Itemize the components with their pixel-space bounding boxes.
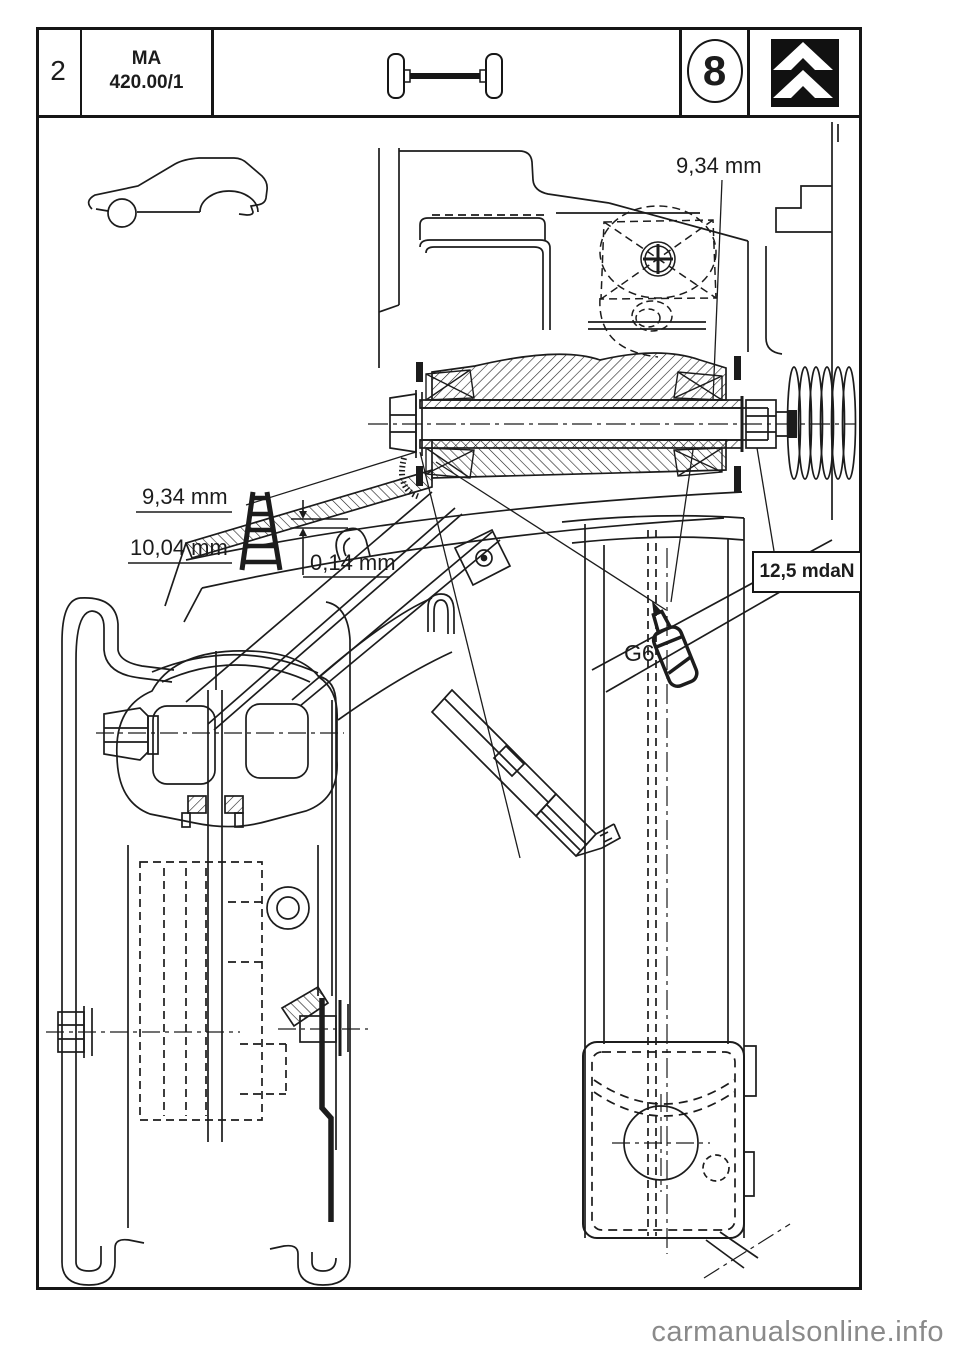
- header-divider-4: [747, 27, 750, 118]
- label-shim-value-1: 9,34 mm: [142, 484, 228, 509]
- page-number-text: 2: [50, 55, 66, 86]
- figure-number-text: 8: [702, 47, 727, 94]
- axle-icon: [380, 50, 510, 102]
- label-top-clearance: 9,34 mm: [676, 153, 762, 178]
- anchor-target-symbol: [599, 205, 717, 358]
- manual-code-text: MA: [131, 48, 162, 70]
- shock-arm-lower: [561, 514, 833, 1279]
- leader-lines: [245, 179, 775, 859]
- torque-value-box: 12,5 mdaN: [752, 551, 862, 593]
- label-grease-code: G6: [624, 640, 655, 666]
- figure-number-circle: 8: [686, 39, 743, 103]
- document-code: MA 420.00/1: [82, 27, 211, 115]
- figure-number-badge: 8: [682, 27, 747, 115]
- shim-ladder-icon: [239, 491, 283, 571]
- label-shim-value-2: 10,04 mm: [130, 535, 228, 560]
- page-frame: [36, 27, 862, 1290]
- header-divider-2: [211, 27, 214, 118]
- car-silhouette: [87, 157, 268, 228]
- torque-value-text: 12,5 mdaN: [759, 561, 855, 582]
- subframe-section: [378, 122, 839, 520]
- brake-disc: [207, 690, 223, 1142]
- trailing-arm: [185, 491, 622, 858]
- wheel-hub-brake-section: [46, 597, 368, 1286]
- pivot-nut: [745, 399, 777, 449]
- header-divider-3: [679, 27, 682, 118]
- citroen-logo: [771, 39, 839, 107]
- operation-number-text: 420.00/1: [109, 72, 184, 93]
- header-bottom-rule: [36, 115, 862, 118]
- spring-gaiter: [786, 366, 857, 480]
- double-chevron-icon: [773, 42, 833, 98]
- grease-tube-icon: [651, 600, 699, 689]
- page-number: 2: [36, 27, 80, 115]
- label-gap-clearance: 0,14 mm: [310, 550, 396, 575]
- measurement-symbols: [128, 500, 390, 578]
- header-divider-1: [80, 27, 82, 118]
- watermark: carmanualsonline.info: [651, 1316, 944, 1348]
